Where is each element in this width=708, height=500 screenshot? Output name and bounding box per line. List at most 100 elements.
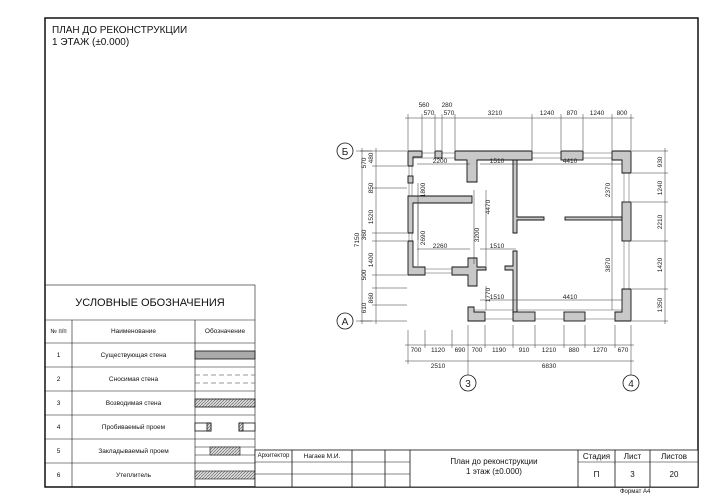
dimension-lines: [356, 114, 668, 375]
legend-header-name: Наименование: [110, 328, 157, 335]
dim: 4470: [485, 199, 492, 214]
axis-label-3: 3: [465, 379, 471, 390]
dim: 800: [617, 110, 628, 117]
legend-row-name: Утеплитель: [115, 471, 152, 479]
demolished-wall-symbol: [195, 374, 255, 384]
dim: 1510: [490, 243, 505, 250]
dim: 280: [442, 102, 453, 109]
legend-row-name: Возводимая стена: [105, 399, 162, 407]
dim: 570: [444, 110, 455, 117]
dim: 1190: [492, 347, 506, 354]
dim: 1240: [657, 180, 664, 195]
stage-label: Стадия: [582, 451, 611, 461]
dim: 910: [519, 347, 530, 354]
stage-value: П: [593, 470, 600, 479]
existing-wall-symbol: [194, 350, 256, 360]
legend-row-name: Существующая стена: [100, 351, 167, 359]
dim: 1520: [368, 209, 375, 224]
legend-symbols: [194, 350, 256, 480]
new-opening-symbol: [194, 422, 256, 432]
dim: 3210: [488, 110, 503, 117]
dim: 1210: [542, 347, 557, 354]
dim: 570: [424, 110, 435, 117]
title-block-role: Архитектор: [257, 453, 290, 459]
axis-label-b: Б: [342, 147, 349, 158]
title-block-title-line1: План до реконструкции: [450, 456, 538, 466]
legend-row-number: 3: [56, 399, 61, 407]
dim: 670: [618, 347, 629, 354]
dim: 850: [368, 182, 375, 193]
dim: 1240: [540, 110, 555, 117]
dim: 1350: [657, 297, 664, 312]
dim: 1120: [431, 347, 445, 354]
sheets-value: 20: [669, 470, 679, 479]
dim: 2690: [420, 230, 427, 245]
legend-header-number: № п/п: [50, 328, 67, 335]
dim: 480: [368, 152, 375, 163]
legend-row-number: 2: [56, 375, 61, 383]
filled-opening-symbol: [195, 446, 255, 456]
dim: 930: [657, 156, 664, 167]
dim: 2370: [605, 182, 612, 197]
axis-marker-3: [459, 374, 477, 392]
legend-row-number: 4: [56, 423, 61, 431]
dim: 1510: [490, 294, 505, 301]
dim: 4410: [563, 158, 578, 165]
insulation-symbol: [194, 470, 256, 480]
dim: 690: [455, 347, 466, 354]
sheet-value: 3: [630, 470, 635, 479]
dim: 570: [361, 157, 368, 168]
dim: 2260: [433, 243, 448, 250]
dim: 7150: [354, 232, 361, 247]
dim: 700: [411, 347, 422, 354]
dim: 2510: [431, 363, 446, 370]
legend-row-number: 1: [56, 351, 61, 359]
dim: 4410: [563, 294, 578, 301]
legend-row-number: 6: [56, 471, 61, 479]
paper-format: Формат А4: [620, 489, 651, 495]
dim: 860: [368, 292, 375, 303]
dim: 870: [567, 110, 578, 117]
sheet-title-line1: ПЛАН ДО РЕКОНСТРУКЦИИ: [52, 25, 188, 36]
sheet-title-line2: 1 ЭТАЖ (±0.000): [52, 37, 130, 48]
legend-header-symbol: Обозначение: [204, 328, 246, 335]
legend-row-number: 5: [56, 447, 61, 455]
legend-grid: [44, 284, 256, 488]
sheets-label: Листов: [661, 451, 687, 461]
dim: 560: [419, 102, 430, 109]
existing-walls: [407, 150, 632, 322]
dim: 610: [361, 302, 368, 313]
dim: 1400: [368, 252, 375, 267]
legend-title: УСЛОВНЫЕ ОБОЗНАЧЕНИЯ: [75, 296, 225, 309]
sheet-label: Лист: [623, 451, 642, 461]
dim: 1510: [490, 158, 505, 165]
dim: 360: [361, 229, 368, 240]
window-lines: [408, 152, 631, 321]
axis-marker-b: [336, 142, 354, 160]
dim: 3870: [605, 257, 612, 272]
axis-label-a: А: [342, 317, 349, 328]
dim: 3200: [474, 227, 481, 242]
legend-row-name: Сносимая стена: [108, 375, 159, 383]
dim: 1800: [420, 182, 427, 197]
dim: 1770: [485, 287, 492, 302]
dimension-labels: 560 280 570 570 3210 1240 870 1240 800 7…: [354, 102, 664, 370]
dim: 6830: [542, 363, 557, 370]
title-block-title-line2: 1 этаж (±0.000): [466, 466, 522, 476]
new-wall-symbol: [194, 398, 256, 408]
dim: 1240: [590, 110, 605, 117]
dim: 500: [361, 269, 368, 280]
legend-row-name: Закладываемый проем: [98, 447, 169, 455]
dim: 700: [472, 347, 483, 354]
title-block-grid: [254, 449, 699, 488]
dim: 1420: [657, 257, 664, 272]
dim: 880: [569, 347, 580, 354]
title-block-person: Нагаев М.И.: [303, 452, 341, 460]
axis-marker-a: [336, 312, 354, 330]
legend-row-name: Пробиваемый проем: [101, 423, 166, 431]
dim: 1270: [593, 347, 608, 354]
dim: 2210: [657, 214, 664, 229]
axis-label-4: 4: [628, 379, 634, 390]
